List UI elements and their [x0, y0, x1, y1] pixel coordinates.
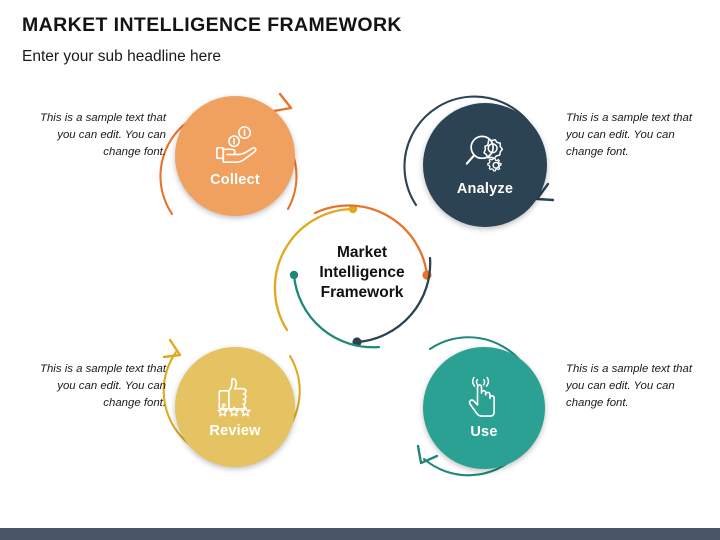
collect-arrowhead	[272, 92, 293, 113]
node-use-label: Use	[470, 424, 498, 440]
caption-analyze: This is a sample text that you can edit.…	[566, 112, 692, 158]
node-collect[interactable]: Collect	[175, 96, 295, 216]
node-use[interactable]: Use	[423, 347, 545, 469]
bottom-accent-bar	[0, 528, 720, 540]
center-hub-line-2: Intelligence	[319, 264, 405, 281]
node-review-label: Review	[209, 423, 261, 439]
hub-dot-yellow	[348, 204, 358, 214]
node-analyze-label: Analyze	[456, 181, 514, 197]
review-arrowhead	[162, 338, 182, 359]
caption-use: This is a sample text that you can edit.…	[566, 363, 692, 409]
center-hub: Market Intelligence Framework	[296, 230, 428, 316]
hand-coins-icon	[216, 126, 257, 163]
center-hub-line-1: Market	[337, 244, 387, 261]
node-analyze[interactable]: Analyze	[423, 103, 547, 227]
caption-collect: This is a sample text that you can edit.…	[40, 112, 166, 158]
magnifier-gears-icon	[465, 135, 504, 172]
hub-dot-navy	[352, 337, 362, 347]
center-hub-line-3: Framework	[320, 284, 404, 301]
caption-review: This is a sample text that you can edit.…	[40, 363, 166, 409]
node-review[interactable]: Review	[175, 347, 295, 467]
use-arrowhead	[416, 444, 439, 465]
thumbs-up-stars-icon	[217, 378, 251, 417]
node-collect-label: Collect	[210, 172, 260, 188]
page-subtitle: Enter your sub headline here	[22, 48, 222, 65]
page-title: MARKET INTELLIGENCE FRAMEWORK	[22, 14, 402, 36]
tap-hand-icon	[468, 376, 495, 417]
